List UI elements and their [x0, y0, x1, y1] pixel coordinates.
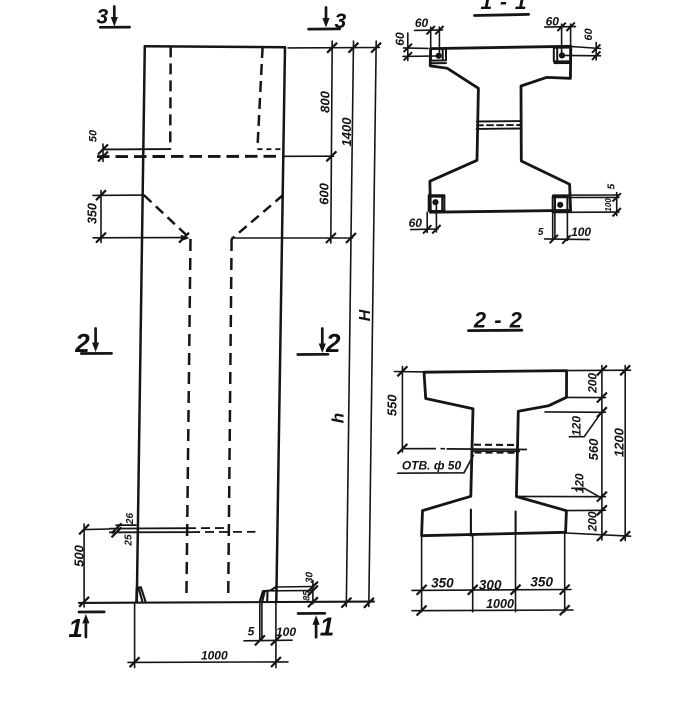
svg-text:500: 500 — [72, 544, 87, 566]
svg-text:2: 2 — [74, 328, 90, 358]
svg-text:120: 120 — [570, 416, 584, 436]
svg-text:350: 350 — [530, 575, 553, 590]
svg-text:600: 600 — [317, 182, 332, 204]
svg-text:3: 3 — [96, 6, 108, 29]
svg-text:1000: 1000 — [201, 649, 228, 663]
svg-text:1: 1 — [68, 613, 82, 643]
svg-text:560: 560 — [586, 438, 601, 460]
svg-text:2 - 2: 2 - 2 — [473, 308, 523, 333]
svg-text:25: 25 — [124, 534, 135, 547]
svg-text:2: 2 — [325, 328, 341, 358]
svg-text:50: 50 — [88, 129, 100, 142]
svg-text:5: 5 — [606, 183, 617, 189]
svg-text:1200: 1200 — [612, 427, 627, 457]
svg-text:26: 26 — [125, 513, 136, 526]
svg-text:200: 200 — [586, 373, 600, 394]
svg-text:1 - 1: 1 - 1 — [480, 0, 527, 14]
svg-text:H: H — [357, 309, 374, 321]
svg-text:h: h — [329, 413, 348, 423]
svg-text:120: 120 — [573, 473, 587, 493]
svg-text:350: 350 — [431, 576, 454, 591]
svg-text:5: 5 — [248, 625, 255, 639]
svg-text:350: 350 — [86, 203, 100, 224]
svg-text:550: 550 — [385, 394, 400, 416]
svg-text:800: 800 — [317, 90, 332, 112]
svg-text:60: 60 — [409, 216, 423, 230]
svg-text:60: 60 — [546, 14, 560, 28]
svg-text:100: 100 — [604, 198, 613, 212]
svg-text:1: 1 — [320, 612, 334, 642]
svg-text:85: 85 — [301, 590, 311, 601]
svg-text:3: 3 — [335, 10, 347, 33]
svg-text:300: 300 — [479, 578, 502, 593]
svg-text:200: 200 — [586, 511, 600, 532]
svg-text:100: 100 — [276, 625, 296, 639]
svg-text:60: 60 — [393, 32, 407, 46]
svg-text:ОТВ. ф 50: ОТВ. ф 50 — [402, 459, 462, 473]
svg-text:100: 100 — [571, 225, 591, 239]
svg-text:60: 60 — [415, 16, 429, 30]
svg-text:60: 60 — [583, 28, 595, 41]
svg-text:30: 30 — [304, 572, 315, 584]
svg-text:1000: 1000 — [486, 597, 514, 611]
svg-text:5: 5 — [538, 227, 544, 238]
svg-text:1400: 1400 — [339, 117, 354, 147]
